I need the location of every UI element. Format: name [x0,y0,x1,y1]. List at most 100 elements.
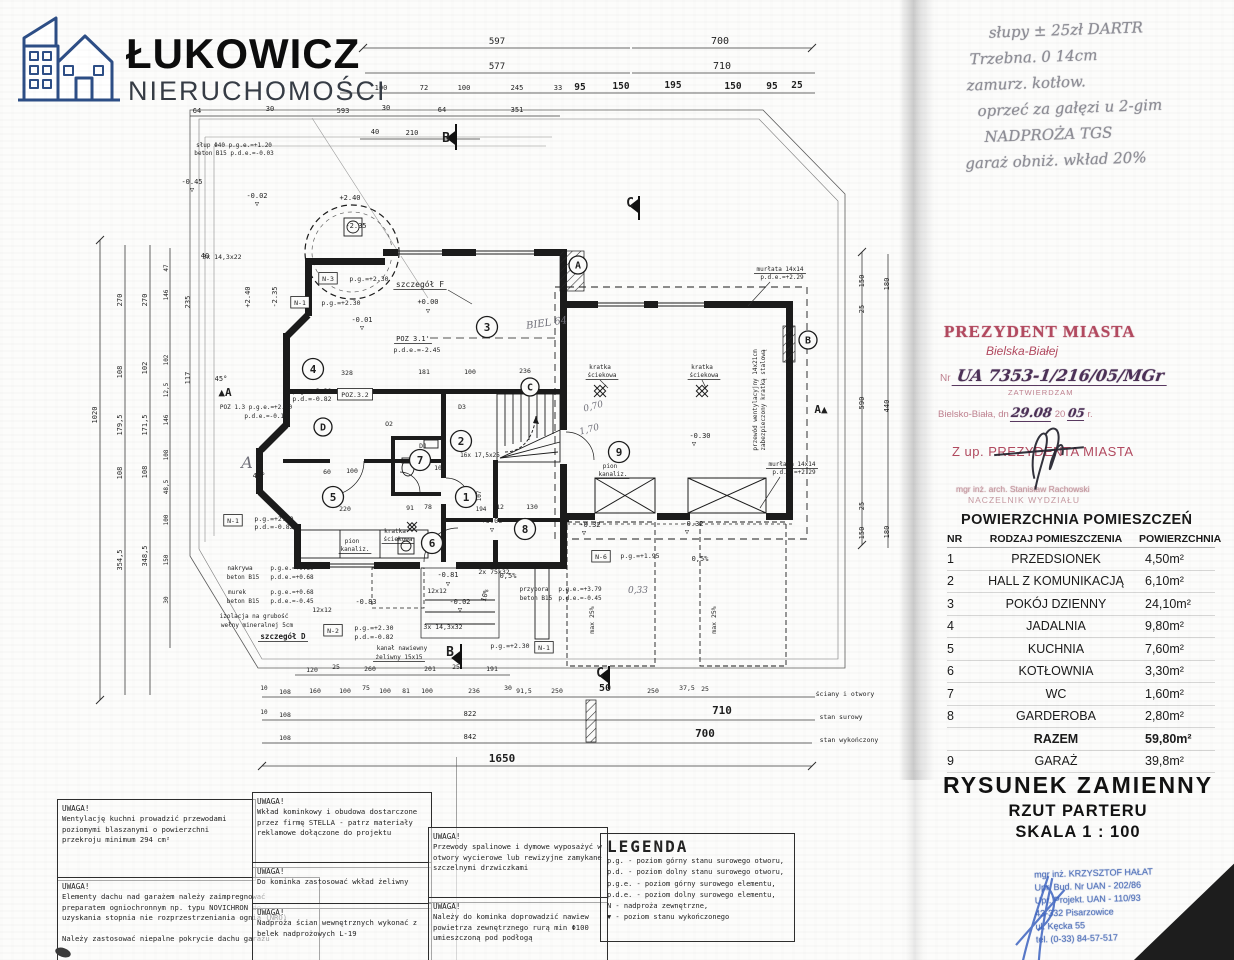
plan-label: szczegół D [260,632,306,641]
plan-label: ▲A [218,386,232,399]
plan-label: 351 [511,106,524,114]
plan-label: +0.00 [417,298,438,306]
plan-label: 250 [647,687,659,695]
plan-label: ściekowa [384,536,413,543]
table-cell: 9,80m² [1145,619,1184,634]
plan-label: 95 [574,82,586,93]
room-number: 5 [330,491,337,504]
plan-label: 30 [382,104,390,112]
stamp-officer-name: mgr inż. arch. Stanisław Rachowski [956,484,1090,494]
plan-label: ▽ [685,528,690,536]
drawing-title-block: RYSUNEK ZAMIENNY RZUT PARTERU SKALA 1 : … [933,772,1223,842]
legend-line: ▼ - poziom stanu wykończonego [607,913,730,922]
legend-line: p.g.e. - poziom górny surowego elementu, [607,879,776,888]
floor-drains [406,384,709,533]
plan-label: 270 [141,294,149,307]
walls-diagonal [257,312,311,531]
plan-label: 245 [511,84,524,92]
plan-handwritten-label: A [239,453,253,472]
uwaga-title: UWAGA! [257,908,285,917]
plan-label: kanaliz. [341,546,370,553]
plan-label: 102 [141,362,149,375]
table-cell: KOTŁOWNIA [1018,664,1094,679]
room-number-circle [301,357,325,381]
plan-label: 75 [362,684,370,692]
plan-label: 250 [551,687,563,695]
plan-label: ściekowa [588,372,617,379]
plan-label: kratka [589,364,611,371]
dimension-lines [95,43,889,771]
room-number-circle [454,485,478,509]
plan-label: D1 [419,442,427,450]
legend-line: N - nadproża zewnętrzne, [607,902,709,911]
plan-label: kratka [384,528,406,535]
col-nr: NR [947,533,963,545]
plan-label: 822 [464,710,477,718]
plan-label: beton B15 [227,598,260,605]
plan-label: 220 [339,505,351,513]
plan-label: ▽ [458,606,463,614]
plan-label: p.g.e.=+0.68 [270,589,314,596]
plan-label: 593 [337,107,350,115]
uwaga-line: Wkład kominkowy i obudowa dostarczone [257,807,418,817]
plan-label: 100 [163,514,170,525]
table-cell: HALL Z KOMUNIKACJĄ [988,574,1124,589]
plan-label: 30 [266,105,274,113]
plan-label: 0,5% [692,555,710,563]
plot-boundary [189,109,846,669]
plan-label: 108 [116,467,124,480]
plan-label: 146 [163,414,170,425]
plan-label: 25 [332,663,340,671]
plan-label: kanał nawiewny [377,645,428,652]
table-cell: 9 [947,754,954,769]
plan-label: p.g.e.=+0.80 [270,565,314,572]
plan-label: 91,5 [516,687,532,695]
plan-label: 48,5 [163,479,170,494]
plan-label: 150 [724,81,741,92]
stamp-city-name: Bielska-Białej [986,344,1059,358]
plan-label: 100 [464,368,476,376]
plan-label: szczegół F [396,279,444,289]
plan-label: -0.83 [355,598,376,606]
plan-label: 64 [438,106,446,114]
table-cell: 59,80m² [1145,731,1192,746]
plan-label: 107 [476,490,483,501]
room-number: 6 [429,537,436,550]
stairs [496,393,561,463]
drawing-scale: SKALA 1 : 100 [1015,823,1141,841]
plan-label: murłata 14x14 [757,266,804,273]
plan-label: 16x 17,5x25 [460,452,500,459]
uwaga-title: UWAGA! [62,804,90,813]
plan-label: pion [345,538,360,545]
plan-label: p.g.e.=+3.79 [558,586,602,593]
plan-label: 348,5 [141,545,149,566]
plan-label: N-6 [595,553,607,561]
uwaga-line: belek nadprożowych L-19 [257,928,357,938]
plan-label: -0.81 [437,571,458,579]
plan-label: 91 [406,504,414,512]
plan-label: 150 [858,275,866,288]
room-number: 7 [417,454,424,467]
plan-label: 1020 [91,407,99,424]
plan-label: 108 [279,734,291,742]
room-number-circle [408,448,432,472]
room-number-circle [607,440,631,464]
logo-subtitle: NIERUCHOMOŚCI [128,76,387,106]
plan-label: przypora [520,586,549,593]
detail-letter-circle [520,377,540,397]
plan-label: A▲ [814,403,828,416]
plan-label: 100 [421,687,433,695]
plan-label: -0.32 [682,520,703,528]
plan-label: 108 [116,366,124,379]
plan-label: 236 [468,687,480,695]
city-approval-stamp: PREZYDENT MIASTA Bielska-Białej Nr UA 73… [938,322,1183,507]
table-cell: 6 [947,664,954,679]
